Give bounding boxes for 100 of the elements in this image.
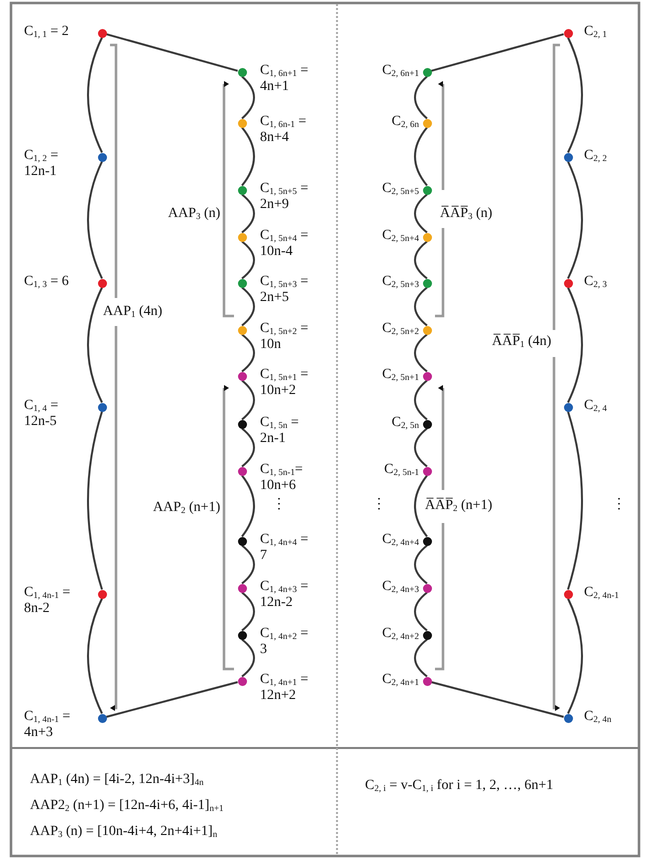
arc	[414, 474, 428, 538]
arc	[87, 411, 103, 590]
vertex-label: C$_{1, 4n+3}$ = 12n-2	[260, 579, 310, 611]
arc	[87, 37, 103, 153]
vertex-dot	[422, 68, 432, 76]
vertex-dot	[422, 536, 432, 546]
arc	[87, 161, 103, 279]
vertex-dot	[422, 118, 432, 128]
vertex-dot	[98, 402, 106, 412]
vertex-label: C$_{1, 5n+1}$ = 10n+2	[260, 367, 310, 399]
vertex-label: C$_{1, 5n+3}$ = 2n+5	[260, 274, 310, 306]
vertex-label: C$_{1, 4n+1}$ = 12n+2	[260, 672, 310, 704]
arc	[567, 411, 583, 590]
vertex-label: C$_{2, 4n+2}$	[381, 626, 419, 642]
vertex-label: C$_{2, 4n}$	[584, 709, 612, 725]
vertex-dot	[422, 584, 432, 592]
vertex-label: C$_{1, 5n+4}$ = 10n-4	[260, 228, 310, 260]
vertex-label: C$_{1, 4n+4}$ = 7	[260, 532, 310, 564]
vertex-dot	[238, 186, 246, 194]
vertex-label: C$_{2, 4n-1}$	[584, 585, 620, 601]
arc	[414, 126, 428, 186]
vertex-dot	[238, 232, 246, 242]
vertex-dot	[422, 372, 432, 380]
vertex-dot	[422, 420, 432, 428]
arc	[567, 598, 583, 714]
bracket-label: AAP$_{2}$ (n+1)	[153, 500, 220, 516]
bracket-label: AAP$_{1}$ (4n)	[103, 304, 162, 320]
vertex-dot	[98, 278, 106, 288]
formula: AAP$_{1}$ (4n) = [4i-2, 12n-4i+3]$_{4n}$	[30, 772, 204, 788]
arc	[87, 287, 103, 403]
ellipsis: ⋮	[612, 497, 626, 513]
vertex-dot	[238, 536, 246, 546]
vertex-label: C$_{2, 3}$	[584, 274, 608, 290]
formula: C$_{2, i}$ = v-C$_{1, i}$ for i = 1, 2, …, 6n+1	[365, 778, 554, 794]
arc	[567, 161, 583, 279]
bracket-label: A̅A̅P̅$_{1}$ (4n)	[492, 334, 552, 350]
vertex-dot	[238, 420, 246, 428]
vertex-dot	[564, 278, 572, 288]
vertex-dot	[238, 118, 246, 128]
vertex-label: C$_{2, 6n+1}$	[381, 63, 419, 79]
arc	[414, 286, 428, 326]
vertex-label: C$_{1, 4n+2}$ = 3	[260, 626, 310, 658]
vertex-dot	[422, 466, 432, 476]
vertex-dot	[238, 372, 246, 380]
vertex-label: C$_{1, 3}$ = 6	[24, 274, 70, 290]
vertex-dot	[238, 584, 246, 592]
vertex-dot	[238, 466, 246, 476]
arc	[241, 334, 255, 372]
arc	[241, 592, 255, 632]
vertex-label: C$_{2, 5n+5}$	[381, 181, 419, 197]
arc	[414, 638, 428, 678]
vertex-dot	[238, 630, 246, 640]
bracket-label: A̅A̅P̅$_{3}$ (n)	[440, 206, 492, 222]
vertex-dot	[238, 68, 246, 76]
arc	[414, 380, 428, 420]
vertex-dot	[422, 278, 432, 288]
vertex-label: C$_{1, 5n}$ = 2n-1	[260, 415, 300, 447]
arc	[241, 126, 255, 186]
vertex-label: C$_{1, 6n-1}$ = 8n+4	[260, 114, 308, 146]
vertex-label: C$_{1, 4n-1}$ = 4n+3	[24, 709, 72, 741]
vertex-label: C$_{1, 5n+5}$ = 2n+9	[260, 181, 310, 213]
vertex-label: C$_{2, 5n}$	[390, 415, 419, 431]
vertex-dot	[422, 232, 432, 242]
vertex-label: C$_{2, 2}$	[584, 148, 608, 164]
arc	[241, 240, 255, 280]
arc	[567, 287, 583, 403]
vertex-label: C$_{2, 1}$	[584, 24, 608, 40]
vertex-dot	[238, 326, 246, 334]
vertex-dot	[564, 714, 572, 722]
vertex-label: C$_{1, 4}$ = 12n-5	[24, 398, 60, 430]
arc	[241, 380, 255, 420]
vertex-dot	[422, 186, 432, 194]
vertex-label: C$_{1, 4n-1}$ = 8n-2	[24, 585, 72, 617]
arc	[414, 592, 428, 632]
vertex-dot	[422, 630, 432, 640]
arc	[241, 428, 255, 468]
vertex-dot	[564, 590, 572, 598]
arc	[241, 286, 255, 326]
arc	[241, 194, 255, 234]
vertex-dot	[422, 676, 432, 686]
formula: AAP$_{3}$ (n) = [10n-4i+4, 2n+4i+1]$_{n}$	[30, 824, 218, 840]
arc	[414, 194, 428, 234]
vertex-label: C$_{2, 4n+1}$	[381, 672, 419, 688]
arc	[241, 638, 255, 678]
arc	[241, 474, 255, 538]
vertex-dot	[564, 402, 572, 412]
arc	[414, 334, 428, 372]
formula: AAP2$_{2}$ (n+1) = [12n-4i+6, 4i-1]$_{n+1}$	[30, 798, 224, 814]
arc	[414, 428, 428, 468]
vertex-dot	[564, 28, 572, 38]
edge-line	[431, 33, 564, 72]
edge-line	[106, 33, 238, 72]
vertex-dot	[564, 152, 572, 162]
ellipsis: ⋮	[272, 497, 286, 513]
vertex-dot	[238, 278, 246, 288]
bracket-label: AAP$_{3}$ (n)	[168, 206, 220, 222]
vertex-label: C$_{1, 2}$ = 12n-1	[24, 148, 60, 180]
vertex-label: C$_{2, 5n-1}$	[383, 462, 419, 478]
vertex-label: C$_{2, 5n+4}$	[381, 228, 419, 244]
arc	[414, 76, 428, 120]
